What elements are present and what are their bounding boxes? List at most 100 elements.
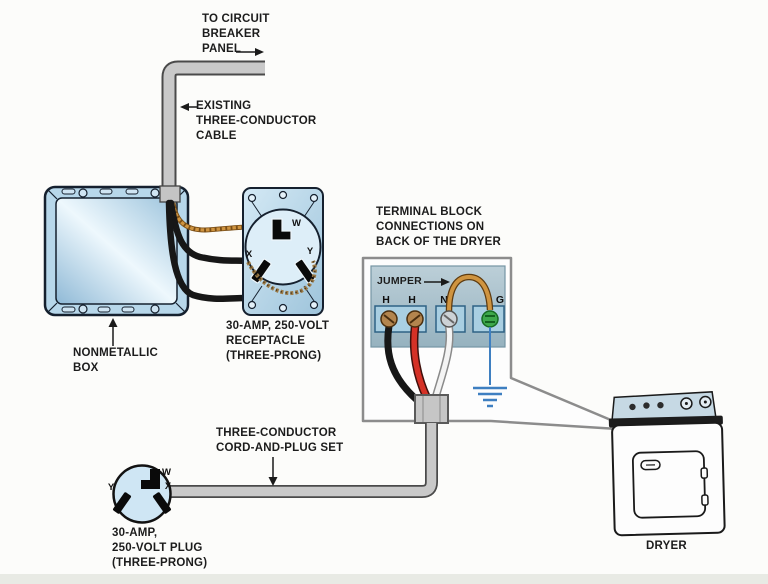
label-line: RECEPTACLE xyxy=(226,335,306,347)
label-line: (THREE-PRONG) xyxy=(112,557,208,569)
receptacle-screw-hole xyxy=(278,190,288,200)
dryer-hinge xyxy=(701,494,709,506)
screw-slot xyxy=(409,314,421,324)
screw-slot xyxy=(443,314,455,324)
receptacle-slot-x-label: X xyxy=(246,249,253,260)
box-arrow-head xyxy=(108,318,118,327)
plug-prong-y-label: Y xyxy=(108,482,115,493)
dryer-button xyxy=(643,402,650,409)
panel-arrow-head xyxy=(255,48,264,56)
cable-connector xyxy=(159,185,181,203)
box-knockout xyxy=(99,188,113,195)
box-knockout xyxy=(125,188,139,195)
jumper-arrow-head xyxy=(441,278,450,286)
terminal-block-label: TERMINAL BLOCK CONNECTIONS ON BACK OF TH… xyxy=(376,205,501,250)
label-line: 30-AMP, xyxy=(112,527,158,539)
plug-prong-x-label: X xyxy=(165,481,172,492)
annotation-arrows xyxy=(108,48,278,486)
label-line: TERMINAL BLOCK xyxy=(376,206,483,218)
power-cord-body xyxy=(169,423,437,497)
circuit-panel-label: TO CIRCUIT BREAKER PANEL xyxy=(202,12,270,57)
supply-cable-body xyxy=(163,62,265,190)
label-line: BACK OF THE DRYER xyxy=(376,236,502,248)
box-corner-mark xyxy=(47,302,58,313)
label-line: CONNECTIONS ON xyxy=(376,221,485,233)
box-screw-hole xyxy=(78,188,88,198)
box-inner-face xyxy=(55,197,178,305)
label-line: JUMPER xyxy=(377,275,422,287)
label-line: 30-AMP, 250-VOLT xyxy=(226,320,330,332)
receptacle-slot-w xyxy=(271,218,292,241)
plug-prong-x xyxy=(153,492,171,514)
label-line: (THREE-PRONG) xyxy=(226,350,322,362)
label-line: EXISTING xyxy=(196,100,252,112)
box-knockout xyxy=(61,188,76,195)
label-line: TO CIRCUIT xyxy=(202,13,270,25)
screw-slot xyxy=(383,314,395,324)
terminal-label-h2: H xyxy=(408,294,416,306)
cord-wire-black xyxy=(384,322,421,404)
dryer-label: DRYER xyxy=(646,539,687,554)
label-line: 250-VOLT PLUG xyxy=(112,542,203,554)
terminal-screw-green xyxy=(481,310,499,328)
box-corner-mark xyxy=(47,189,58,200)
bottom-band xyxy=(0,574,768,584)
cord-arrow-head xyxy=(268,477,278,486)
terminal-label-g: G xyxy=(496,294,504,306)
strain-relief-clamp xyxy=(414,394,449,424)
terminal-label-n: N xyxy=(440,294,448,306)
label-line: CORD-AND-PLUG SET xyxy=(216,442,344,454)
plug-prong-y xyxy=(113,492,131,514)
nonmetallic-box-label: NONMETALLIC BOX xyxy=(73,346,158,376)
plug: W Y X xyxy=(108,464,172,524)
label-line: CABLE xyxy=(196,130,237,142)
terminal-block-callout: H H N G xyxy=(361,256,620,431)
receptacle-slot-y-label: Y xyxy=(307,246,314,257)
cord-wire-white xyxy=(433,324,453,399)
hot-wire-lower xyxy=(165,199,249,302)
box-corner-mark xyxy=(175,302,186,313)
cable-arrow-head xyxy=(180,103,189,111)
box-knockout xyxy=(97,306,111,313)
label-line: DRYER xyxy=(646,540,687,552)
box-screw-hole xyxy=(150,188,160,198)
existing-cable-label: EXISTING THREE-CONDUCTOR CABLE xyxy=(196,99,316,144)
jumper-label: JUMPER xyxy=(377,275,422,288)
receptacle-screw-hole xyxy=(247,300,257,310)
label-line: BOX xyxy=(73,362,99,374)
power-cord xyxy=(169,423,438,498)
jumper-wire xyxy=(447,274,492,312)
cord-set-label: THREE-CONDUCTOR CORD-AND-PLUG SET xyxy=(216,426,343,456)
receptacle-slot-w-label: W xyxy=(292,218,301,229)
label-line: THREE-CONDUCTOR xyxy=(216,427,337,439)
cord-wire-red xyxy=(411,324,430,401)
ground-symbol-icon xyxy=(473,386,507,408)
supply-cable xyxy=(161,60,265,190)
receptacle-screw-hole xyxy=(309,300,319,310)
receptacle-label: 30-AMP, 250-VOLT RECEPTACLE (THREE-PRONG… xyxy=(226,319,329,364)
plug-prong-w xyxy=(141,469,160,489)
dryer xyxy=(608,391,726,537)
dryer-hinge xyxy=(700,467,709,479)
dryer-dial-dot xyxy=(703,400,707,404)
receptacle-screw-hole xyxy=(247,193,257,203)
box-knockout xyxy=(121,306,135,313)
hot-wire-upper xyxy=(167,199,252,265)
nonmetallic-box xyxy=(43,185,190,317)
bare-wire-wrap xyxy=(246,260,317,296)
box-screw-hole xyxy=(150,304,160,314)
terminal-label-h1: H xyxy=(382,294,390,306)
receptacle-screw-hole xyxy=(309,193,319,203)
dryer-button xyxy=(657,401,664,409)
dryer-dial-dot xyxy=(684,401,688,405)
label-line: NONMETALLIC xyxy=(73,347,159,359)
box-knockout xyxy=(61,306,76,313)
box-screw-hole xyxy=(78,304,88,314)
dryer-button xyxy=(629,403,636,411)
receptacle: W X Y xyxy=(242,187,324,316)
receptacle-screw-hole xyxy=(278,303,288,313)
plug-prong-w-label: W xyxy=(162,467,171,478)
label-line: THREE-CONDUCTOR xyxy=(196,115,317,127)
